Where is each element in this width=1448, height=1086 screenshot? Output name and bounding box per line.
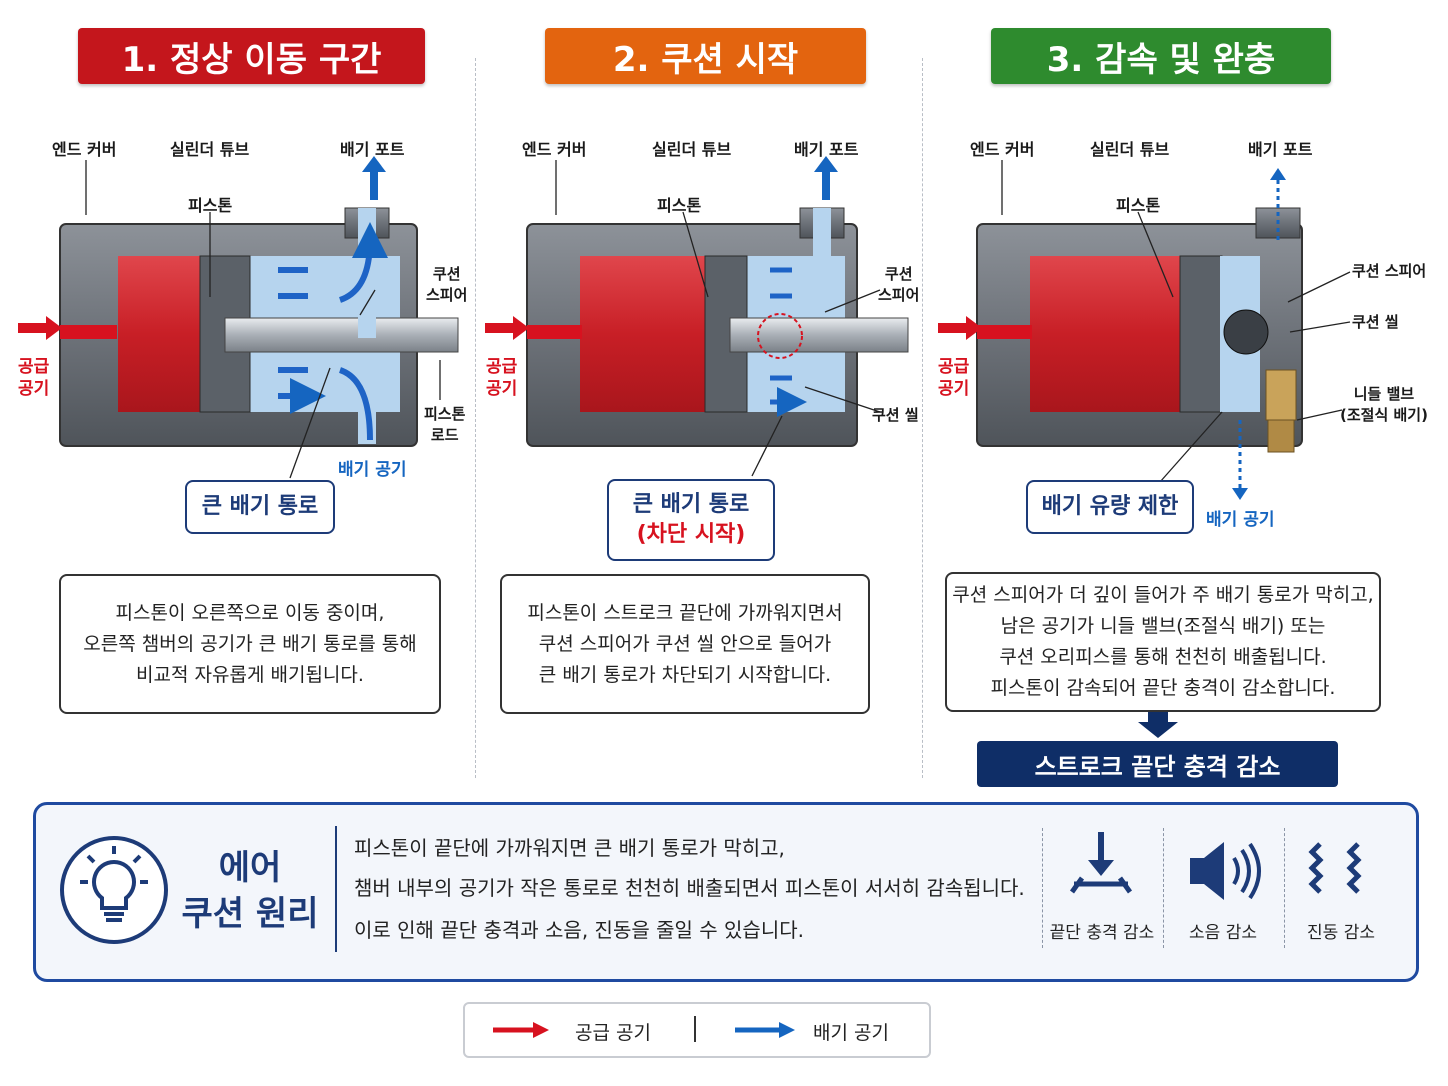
exhaust-arrow-icon [735,1022,795,1038]
principle-line-1: 피스톤이 끝단에 가까워지면 큰 배기 통로가 막히고, [354,836,785,860]
description-stage-1: 피스톤이 오른쪽으로 이동 중이며,오른쪽 챔버의 공기가 큰 배기 통로를 통… [59,574,441,714]
separator-2 [922,58,923,778]
legend: 공급 공기 배기 공기 [463,1002,931,1058]
effect-vibration-label: 진동 감소 [1307,923,1375,943]
principle-line-2: 챔버 내부의 공기가 작은 통로로 천천히 배출되면서 피스톤이 서서히 감속됩… [354,876,1025,900]
principle-line-3: 이로 인해 끝단 충격과 소음, 진동을 줄일 수 있습니다. [354,918,804,942]
effect-divider-1 [1042,828,1043,948]
stage-1-title: 1. 정상 이동 구간 [78,28,425,84]
effect-noise-label: 소음 감소 [1189,923,1257,943]
exhaust-port-label-3: 배기 포트 [1248,140,1313,159]
exhaust-port-label-1: 배기 포트 [340,140,405,159]
vibration-icon [1308,842,1362,894]
separator-1 [475,58,476,778]
effect-divider-3 [1284,828,1285,948]
piston-label-2: 피스톤 [657,196,702,215]
lightbulb-icon [60,836,168,944]
cylinder-3 [938,168,1303,500]
exhaust-air-label-1: 배기 공기 [338,460,407,480]
cushion-seal-label-3: 쿠션 씰 [1352,313,1399,331]
callout-stage-1: 큰 배기 통로 [185,480,335,534]
leader-lines [85,160,1351,483]
cushion-seal-label-2: 쿠션 씰 [872,406,919,424]
cylinder-2 [485,156,909,447]
callout-stage-3: 배기 유량 제한 [1026,480,1194,534]
effect-impact-label: 끝단 충격 감소 [1049,923,1155,943]
stage-3-title: 3. 감속 및 완충 [991,28,1331,84]
legend-divider [694,1016,696,1042]
effect-divider-2 [1163,828,1164,948]
principle-panel [33,802,1419,982]
down-arrow-icon [1138,712,1178,738]
piston-label-1: 피스톤 [188,196,233,215]
piston-label-3: 피스톤 [1116,196,1161,215]
callout-stage-2: 큰 배기 통로 (차단 시작) [607,479,775,561]
cylinder-tube-label-1: 실린더 튜브 [170,140,250,159]
supply-arrow-icon [493,1022,549,1038]
result-banner: 스트로크 끝단 충격 감소 [977,741,1338,787]
stage-2-title: 2. 쿠션 시작 [545,28,866,84]
end-cover-label-3: 엔드 커버 [970,140,1035,159]
end-cover-label-2: 엔드 커버 [522,140,587,159]
speaker-icon [1190,842,1261,900]
exhaust-port-label-2: 배기 포트 [794,140,859,159]
description-stage-3: 쿠션 스피어가 더 깊이 들어가 주 배기 통로가 막히고,남은 공기가 니들 … [945,572,1381,712]
exhaust-air-label-3: 배기 공기 [1206,510,1275,530]
legend-exhaust-label: 배기 공기 [813,1022,889,1044]
principle-divider [335,826,337,952]
needle-valve-label: 니들 밸브(조절식 배기) [1340,385,1428,424]
impact-reduction-icon [1069,832,1133,894]
cylinder-tube-label-3: 실린더 튜브 [1090,140,1170,159]
cylinder-tube-label-2: 실린더 튜브 [652,140,732,159]
legend-supply-label: 공급 공기 [575,1022,651,1044]
end-cover-label-1: 엔드 커버 [52,140,117,159]
cylinder-1 [18,156,459,447]
cylinder-diagrams [18,156,1351,500]
cushion-spear-label-3: 쿠션 스피어 [1352,262,1427,280]
